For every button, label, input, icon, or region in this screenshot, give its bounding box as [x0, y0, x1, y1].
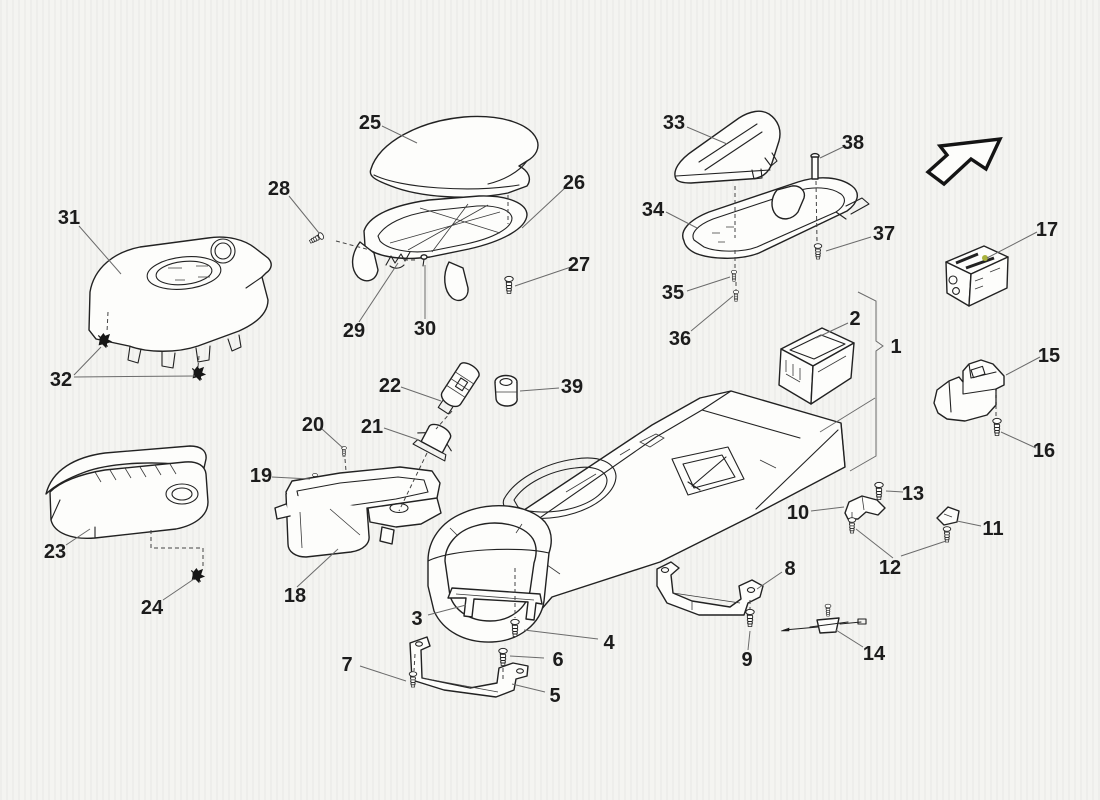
part-12-screws-drawing — [847, 517, 952, 543]
part-15-bracket-drawing — [933, 359, 1005, 422]
part-13-screw-drawing — [874, 481, 884, 501]
callout-22: 22 — [379, 375, 401, 397]
callout-3: 3 — [411, 608, 422, 630]
callout-1: 1 — [890, 336, 901, 358]
callout-leader-lines — [65, 125, 1041, 693]
callout-9: 9 — [741, 649, 752, 671]
part-3-bracket-drawing — [447, 587, 543, 621]
part-1-front-cowl-drawing — [427, 504, 553, 643]
callout-38: 38 — [842, 132, 864, 154]
part-27-screw-drawing — [504, 275, 514, 295]
part-23-compartment-drawing — [45, 445, 209, 540]
callout-14: 14 — [863, 643, 886, 665]
part-2-storage-box-drawing — [778, 327, 855, 405]
callout-18: 18 — [284, 585, 306, 607]
part-34-storage-tray-drawing — [682, 177, 870, 259]
part-28-pin-drawing — [307, 231, 326, 246]
callout-37: 37 — [873, 223, 895, 245]
part-26-lid-frame-drawing — [351, 195, 528, 302]
callout-16: 16 — [1033, 440, 1055, 462]
callout-2: 2 — [849, 308, 860, 330]
part-9-screw-drawing — [745, 608, 755, 628]
callout-19: 19 — [250, 465, 272, 487]
part-18-tray-drawing — [274, 466, 442, 558]
part-33-armrest-pad-drawing — [674, 110, 781, 184]
part-39-socket-cap-drawing — [494, 374, 518, 407]
callout-10: 10 — [787, 502, 809, 524]
part-17-module-drawing — [945, 245, 1009, 307]
part-25-armrest-lid-drawing — [369, 115, 539, 198]
callout-20: 20 — [302, 414, 324, 436]
part-8-bracket-drawing — [656, 561, 764, 616]
callout-33: 33 — [663, 112, 685, 134]
callout-29: 29 — [343, 320, 365, 342]
part-14-rod-assembly-drawing — [780, 603, 867, 634]
part-16-screw-drawing — [992, 417, 1002, 437]
callout-24: 24 — [141, 597, 164, 619]
callout-6: 6 — [552, 649, 563, 671]
assembly-dashed-lines — [106, 180, 997, 681]
part-36-fastener-drawing — [732, 289, 740, 302]
part-35-fastener-drawing — [730, 269, 738, 282]
part-24-clip-drawing — [190, 568, 205, 583]
callout-12: 12 — [879, 557, 901, 579]
callout-labels: 1 2 3 4 5 6 7 8 9 10 11 12 13 14 15 16 1… — [44, 112, 1060, 707]
callout-34: 34 — [642, 199, 665, 221]
callout-17: 17 — [1036, 219, 1058, 241]
callout-30: 30 — [414, 318, 436, 340]
part-5-bracket-drawing — [409, 636, 529, 698]
accent-dot — [982, 255, 988, 261]
callout-13: 13 — [902, 483, 924, 505]
callout-7: 7 — [341, 654, 352, 676]
callout-15: 15 — [1038, 345, 1060, 367]
part-37-screw-drawing — [813, 243, 823, 260]
direction-arrow-icon — [925, 136, 1003, 187]
callout-39: 39 — [561, 376, 583, 398]
callout-8: 8 — [784, 558, 795, 580]
callout-27: 27 — [568, 254, 590, 276]
part-22-lighter-element-drawing — [437, 362, 480, 415]
callout-4: 4 — [603, 632, 615, 654]
part-38-pin-drawing — [810, 152, 820, 180]
callout-28: 28 — [268, 178, 290, 200]
part-21-socket-housing-drawing — [412, 423, 452, 462]
part-6-screw-drawing — [498, 647, 508, 667]
callout-26: 26 — [563, 172, 585, 194]
callout-35: 35 — [662, 282, 684, 304]
callout-25: 25 — [359, 112, 381, 134]
part-11-bracket-drawing — [936, 506, 960, 526]
callout-31: 31 — [58, 207, 80, 229]
callout-11: 11 — [982, 518, 1003, 540]
callout-21: 21 — [361, 416, 383, 438]
callout-23: 23 — [44, 541, 66, 563]
part-31-rear-cover-drawing — [88, 236, 272, 369]
callout-5: 5 — [549, 685, 560, 707]
callout-32: 32 — [50, 369, 72, 391]
part-30-pin-drawing — [420, 254, 428, 267]
callout-36: 36 — [669, 328, 691, 350]
